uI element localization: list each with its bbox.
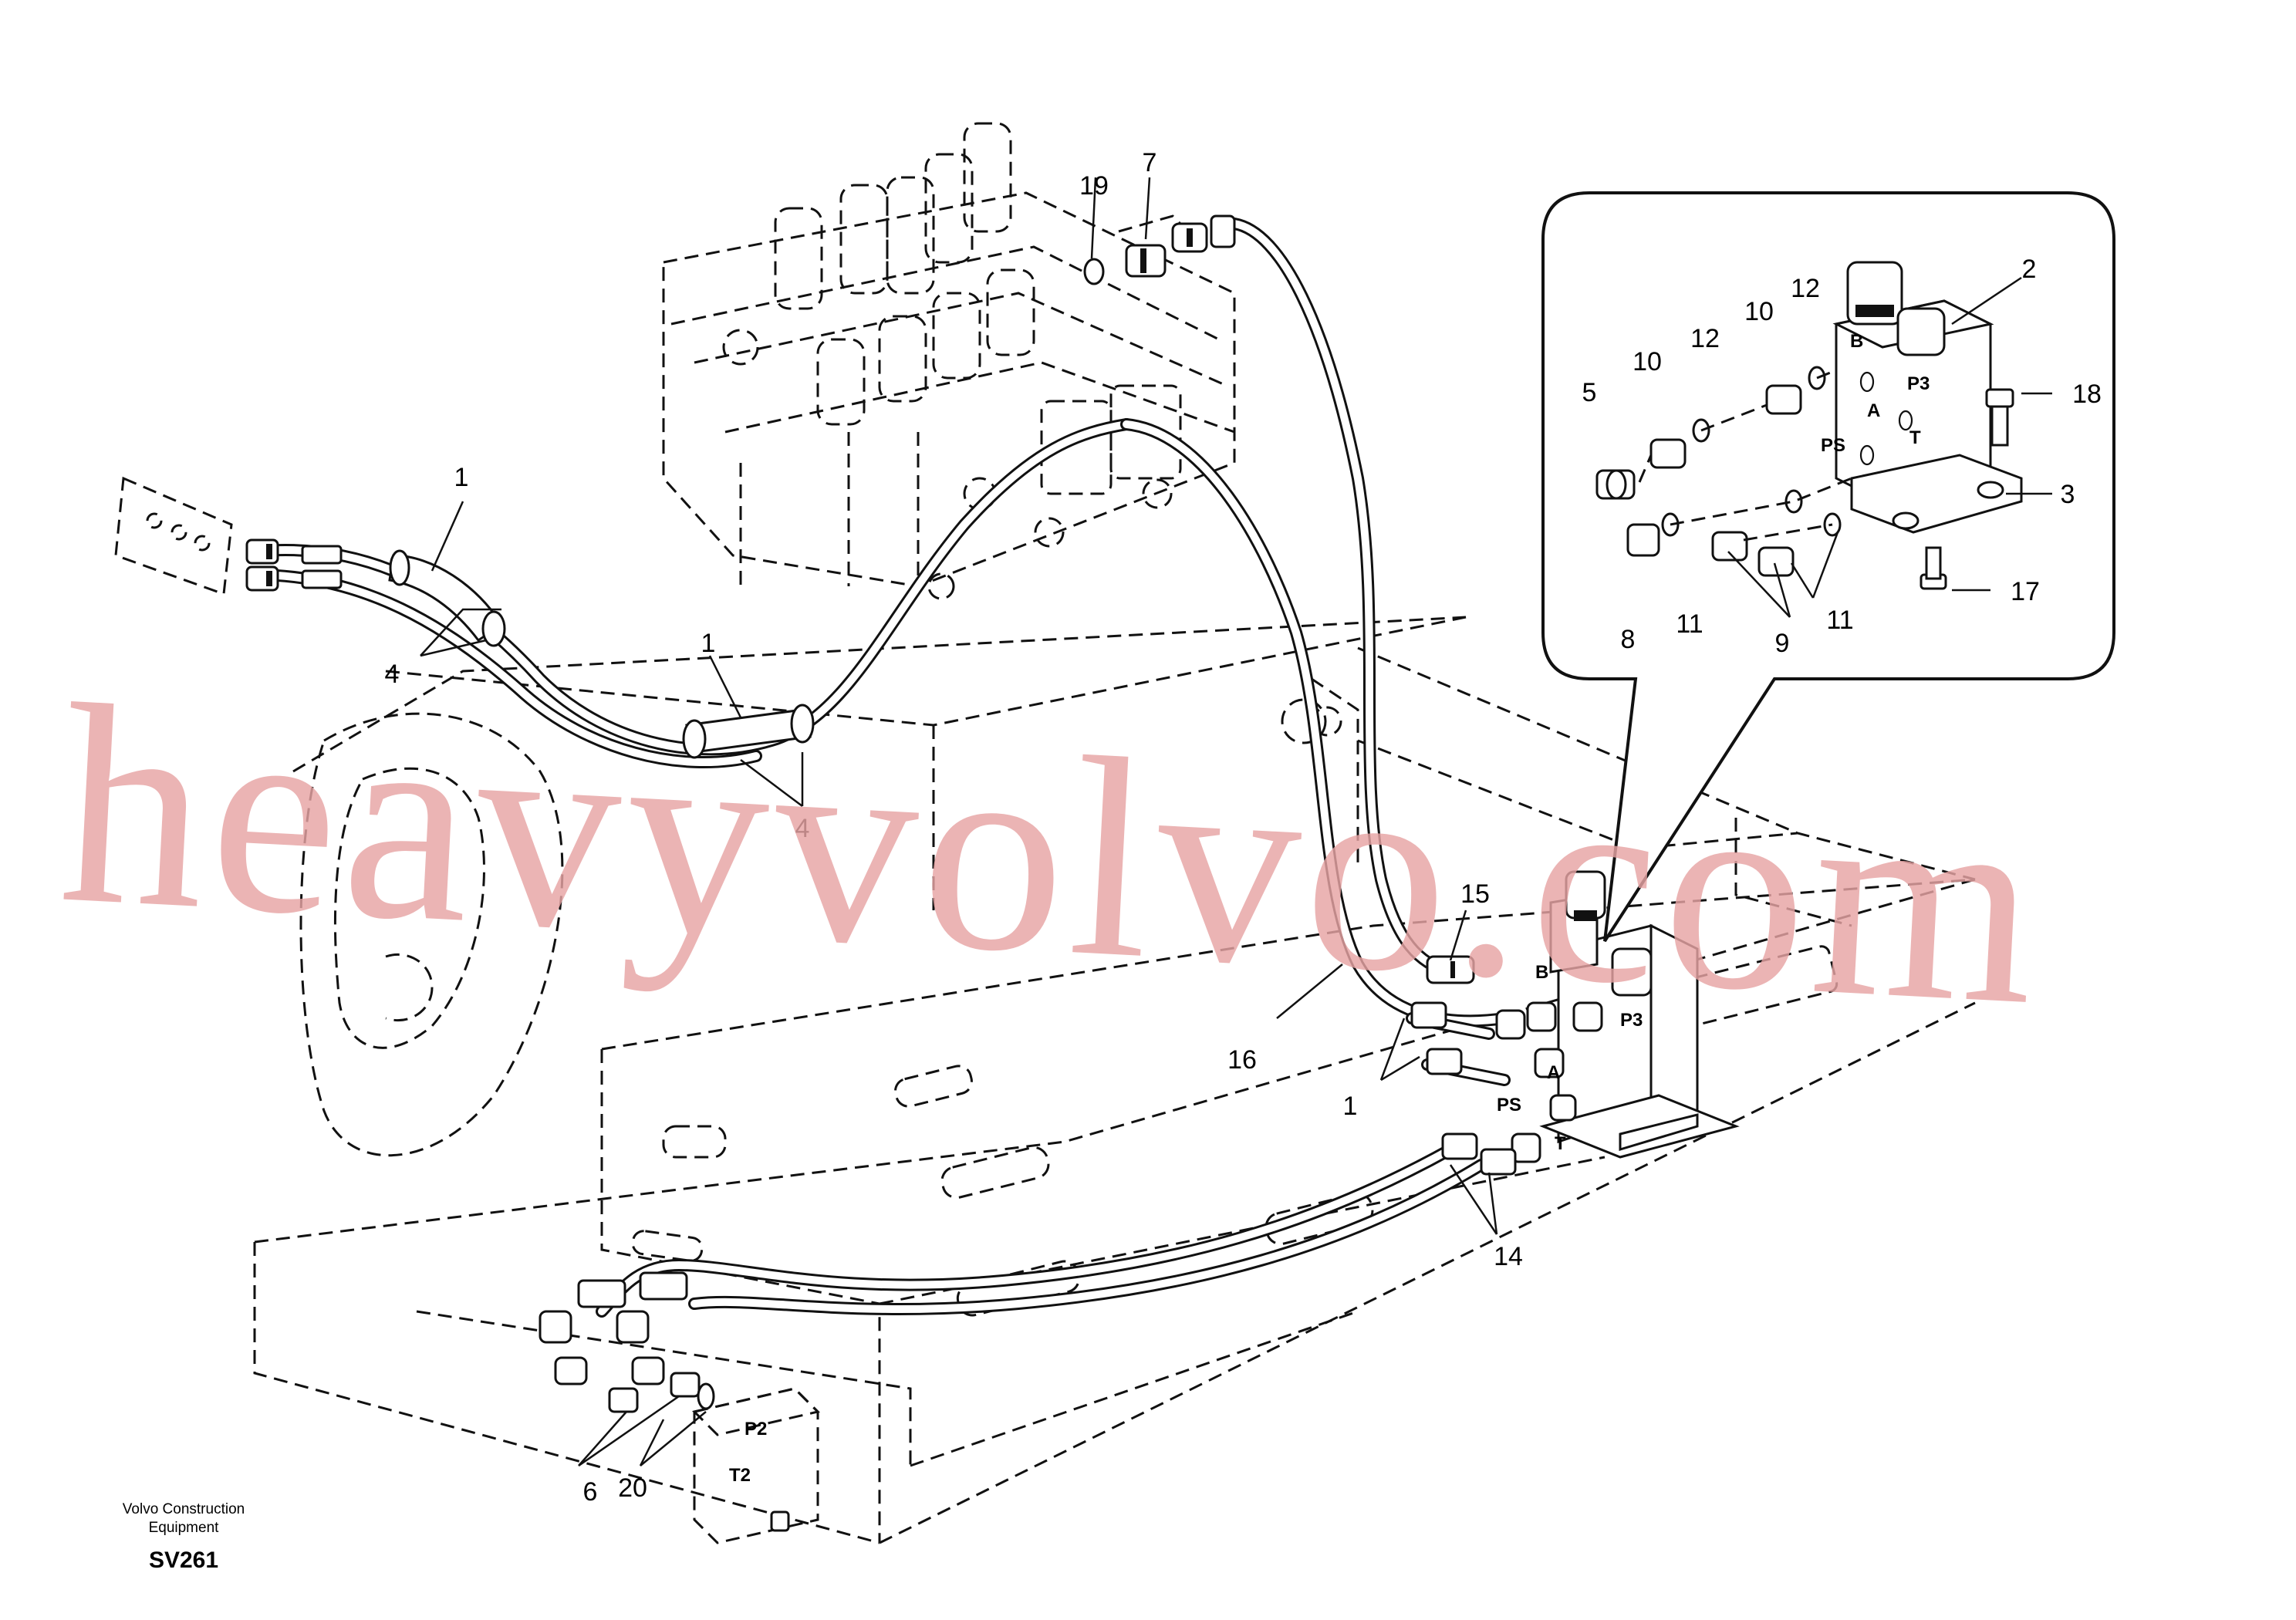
main-port-b: B bbox=[1535, 962, 1548, 983]
callout-3: 3 bbox=[2061, 480, 2075, 509]
callout-8: 8 bbox=[1621, 625, 1636, 654]
swivel-port-p2: P2 bbox=[745, 1419, 767, 1439]
swivel-port-t2: T2 bbox=[729, 1465, 751, 1486]
main-port-a: A bbox=[1547, 1062, 1560, 1083]
main-port-t: T bbox=[1555, 1133, 1566, 1154]
swivel-block: P2 T2 bbox=[539, 1271, 820, 1544]
hose-clamps bbox=[388, 549, 815, 807]
callout-9: 9 bbox=[1775, 629, 1790, 658]
main-port-p3: P3 bbox=[1620, 1010, 1643, 1031]
callout-labels: 1 1 1 2 3 4 4 5 6 7 8 9 10 10 11 11 12 1… bbox=[385, 148, 2102, 1507]
callout-12: 12 bbox=[1690, 324, 1720, 353]
detail-fittings bbox=[1595, 276, 2052, 618]
footer: Volvo Construction Equipment SV261 bbox=[123, 1501, 245, 1573]
callout-11: 11 bbox=[1676, 609, 1703, 639]
detail-port-p3: P3 bbox=[1907, 373, 1930, 394]
callout-17: 17 bbox=[2011, 577, 2040, 606]
callout-2: 2 bbox=[2022, 255, 2037, 284]
callout-20: 20 bbox=[618, 1473, 647, 1503]
control-valve-outline bbox=[662, 122, 1236, 600]
callout-7: 7 bbox=[1143, 148, 1157, 177]
callout-1: 1 bbox=[1343, 1092, 1358, 1121]
callout-10: 10 bbox=[1633, 347, 1662, 376]
callout-4: 4 bbox=[795, 814, 810, 843]
callout-12: 12 bbox=[1791, 274, 1820, 303]
left-bracket-outline bbox=[114, 476, 233, 596]
callout-5: 5 bbox=[1582, 378, 1597, 407]
company-line-1: Volvo Construction bbox=[123, 1501, 245, 1517]
callout-16: 16 bbox=[1227, 1045, 1257, 1075]
detail-port-a: A bbox=[1867, 400, 1880, 421]
company-line-2: Equipment bbox=[149, 1520, 220, 1536]
detail-bubble: B P3 A PS T bbox=[1541, 191, 2115, 943]
detail-port-b: B bbox=[1850, 331, 1863, 352]
callout-10: 10 bbox=[1744, 297, 1774, 326]
callout-4: 4 bbox=[385, 660, 400, 689]
callout-11: 11 bbox=[1826, 606, 1853, 635]
callout-14: 14 bbox=[1494, 1242, 1523, 1271]
diagram-code: SV261 bbox=[149, 1547, 218, 1573]
callout-1: 1 bbox=[454, 463, 469, 492]
main-port-ps: PS bbox=[1497, 1095, 1521, 1115]
leader-lines bbox=[430, 177, 1498, 1235]
left-fittings bbox=[245, 538, 343, 592]
stop-valve-assembly: B P3 A PS T bbox=[1410, 870, 1740, 1176]
callout-6: 6 bbox=[583, 1477, 598, 1507]
callout-15: 15 bbox=[1460, 879, 1490, 909]
callout-1: 1 bbox=[701, 629, 716, 658]
callout-18: 18 bbox=[2072, 380, 2102, 409]
valve-top-fittings bbox=[1083, 214, 1236, 285]
detail-port-ps: PS bbox=[1821, 435, 1845, 456]
detail-port-t: T bbox=[1909, 427, 1921, 448]
callout-19: 19 bbox=[1079, 171, 1109, 201]
